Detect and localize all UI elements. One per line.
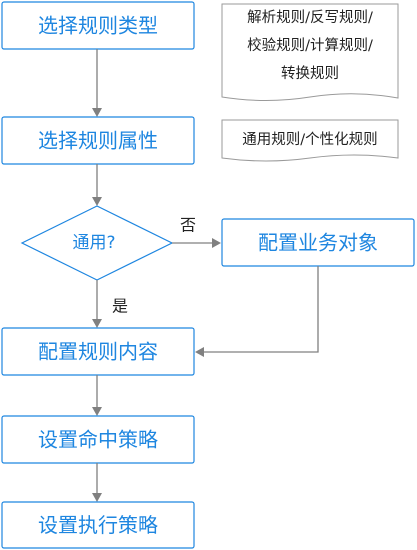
step-select-rule-type: 选择规则类型 — [1, 1, 195, 50]
connector-decision-no — [172, 238, 221, 248]
note-rule-attributes: 通用规则/个性化规则 — [221, 119, 399, 162]
step-set-exec-policy-label: 设置执行策略 — [38, 513, 158, 537]
note-rule-types: 解析规则/反写规则/ 校验规则/计算规则/ 转换规则 — [221, 3, 399, 101]
connector-attribute-to-decision — [92, 164, 102, 206]
edge-label-no: 否 — [180, 216, 196, 235]
decision-common: 通用? — [20, 205, 174, 281]
step-config-rule-content: 配置规则内容 — [1, 327, 195, 376]
step-set-hit-policy: 设置命中策略 — [1, 415, 195, 464]
note-rule-types-line-2: 校验规则/计算规则/ — [247, 37, 373, 54]
note-rule-types-line-1: 解析规则/反写规则/ — [247, 9, 373, 26]
step-set-exec-policy: 设置执行策略 — [1, 501, 195, 549]
step-config-business-object-label: 配置业务对象 — [258, 231, 378, 255]
step-config-rule-content-label: 配置规则内容 — [38, 340, 158, 364]
step-set-hit-policy-label: 设置命中策略 — [38, 428, 158, 452]
connector-business-object-to-content — [195, 266, 319, 357]
note-rule-types-line-3: 转换规则 — [281, 65, 339, 82]
step-select-rule-attribute: 选择规则属性 — [1, 116, 195, 165]
step-config-business-object: 配置业务对象 — [221, 218, 415, 267]
connector-hit-to-exec-policy — [92, 463, 102, 502]
note-rule-attributes-text: 通用规则/个性化规则 — [242, 131, 377, 148]
connector-type-to-attribute — [92, 49, 102, 117]
step-select-rule-attribute-label: 选择规则属性 — [38, 129, 158, 153]
edge-label-yes: 是 — [112, 297, 128, 316]
decision-common-label: 通用? — [72, 233, 115, 253]
step-select-rule-type-label: 选择规则类型 — [38, 14, 158, 38]
connector-content-to-hit-policy — [92, 375, 102, 416]
connector-decision-yes — [92, 280, 102, 328]
